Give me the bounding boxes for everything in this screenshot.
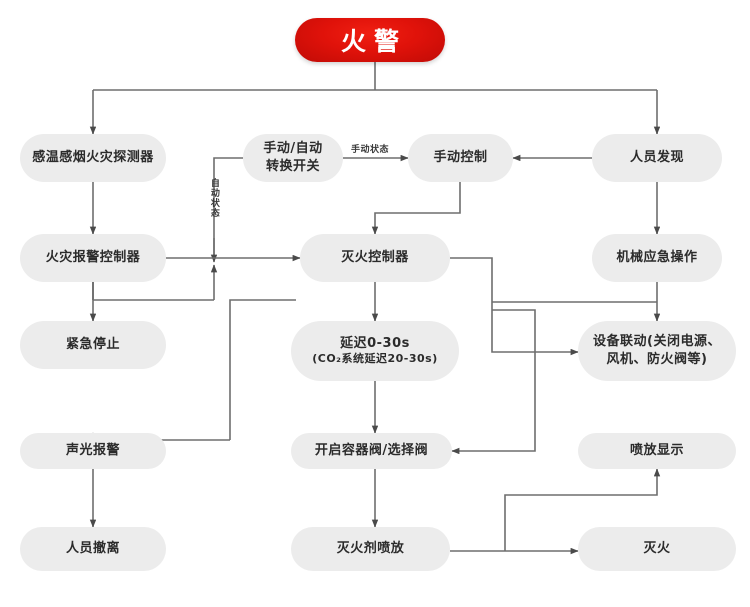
node-label-line1: 延迟0-30s xyxy=(340,335,410,351)
node-manual-auto-switch[interactable]: 手动/自动 转换开关 xyxy=(243,134,343,182)
node-agent-release[interactable]: 灭火剂喷放 xyxy=(291,527,450,571)
node-label: 灭火 xyxy=(643,541,671,557)
edge-label-manual-state: 手动状态 xyxy=(351,145,390,155)
node-label: 声光报警 xyxy=(65,443,120,459)
node-mechanical-emergency[interactable]: 机械应急操作 xyxy=(592,234,722,282)
node-manual-control[interactable]: 手动控制 xyxy=(408,134,513,182)
node-label-line2: 转换开关 xyxy=(265,159,320,174)
edge-label-auto-state: 自动状态 xyxy=(208,178,219,218)
node-label: 开启容器阀/选择阀 xyxy=(314,443,429,459)
node-label: 火灾报警控制器 xyxy=(45,250,141,266)
node-label-line2: 风机、防火阀等) xyxy=(606,352,708,367)
node-open-container-valve[interactable]: 开启容器阀/选择阀 xyxy=(291,433,452,469)
node-label-line2: (CO₂系统延迟20-30s) xyxy=(312,352,438,366)
node-spray-display[interactable]: 喷放显示 xyxy=(578,433,736,469)
node-label-line1: 设备联动(关闭电源、 xyxy=(593,334,721,350)
node-sound-light-alarm[interactable]: 声光报警 xyxy=(20,433,166,469)
node-label: 喷放显示 xyxy=(629,443,684,459)
node-label: 灭火控制器 xyxy=(341,250,409,266)
node-extinguishing-controller[interactable]: 灭火控制器 xyxy=(300,234,450,282)
node-label-line1: 手动/自动 xyxy=(263,141,323,157)
node-fire-alarm-controller[interactable]: 火灾报警控制器 xyxy=(20,234,166,282)
node-equipment-linkage[interactable]: 设备联动(关闭电源、 风机、防火阀等) xyxy=(578,321,736,381)
node-label: 机械应急操作 xyxy=(616,250,698,266)
node-personnel-evacuation[interactable]: 人员撤离 xyxy=(20,527,166,571)
node-label: 人员撤离 xyxy=(65,541,120,557)
node-label: 灭火剂喷放 xyxy=(336,541,405,557)
node-person-discovery[interactable]: 人员发现 xyxy=(592,134,722,182)
node-fire-detector[interactable]: 感温感烟火灾探测器 xyxy=(20,134,166,182)
node-delay[interactable]: 延迟0-30s (CO₂系统延迟20-30s) xyxy=(291,321,459,381)
node-label: 手动控制 xyxy=(433,150,488,166)
node-label: 紧急停止 xyxy=(65,337,120,353)
node-label: 感温感烟火灾探测器 xyxy=(32,150,154,166)
node-extinguish[interactable]: 灭火 xyxy=(578,527,736,571)
node-emergency-stop[interactable]: 紧急停止 xyxy=(20,321,166,369)
alarm-title-badge: 火警 xyxy=(295,18,445,62)
node-label: 人员发现 xyxy=(629,150,684,166)
